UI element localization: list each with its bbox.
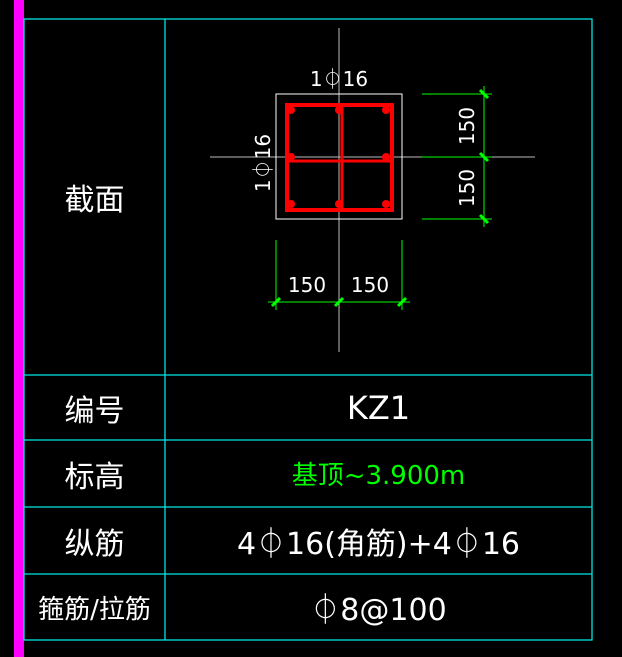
table-grid [23, 18, 593, 641]
code-label: 编号 [64, 393, 125, 429]
dim-bottom-right: 150 [351, 273, 389, 297]
stirrup-label: 箍筋/拉筋 [38, 594, 151, 625]
code-value: KZ1 [346, 388, 411, 427]
magenta-layer-bar [14, 0, 24, 657]
top-rebar-note: 1⏀16 [310, 67, 368, 91]
dim-bottom-left: 150 [288, 273, 326, 297]
concrete-outline [275, 93, 403, 220]
side-rebar-note: 1⏀16 [251, 134, 275, 192]
stirrups [285, 103, 394, 212]
column-section: 1⏀16 1⏀16 150 150 150 150 [210, 28, 535, 352]
elevation-label: 标高 [64, 459, 125, 495]
elevation-value: 基顶~3.900m [291, 461, 466, 491]
dim-right-lower: 150 [455, 169, 479, 207]
long-rebar-label: 纵筋 [64, 526, 125, 562]
stirrup-value: ⏀8@100 [310, 593, 447, 628]
dimensions [268, 86, 492, 310]
rebars [287, 106, 390, 208]
long-rebar-value: 4⏀16(角筋)+4⏀16 [236, 526, 521, 562]
section-label: 截面 [64, 183, 125, 218]
dim-right-upper: 150 [455, 107, 479, 145]
